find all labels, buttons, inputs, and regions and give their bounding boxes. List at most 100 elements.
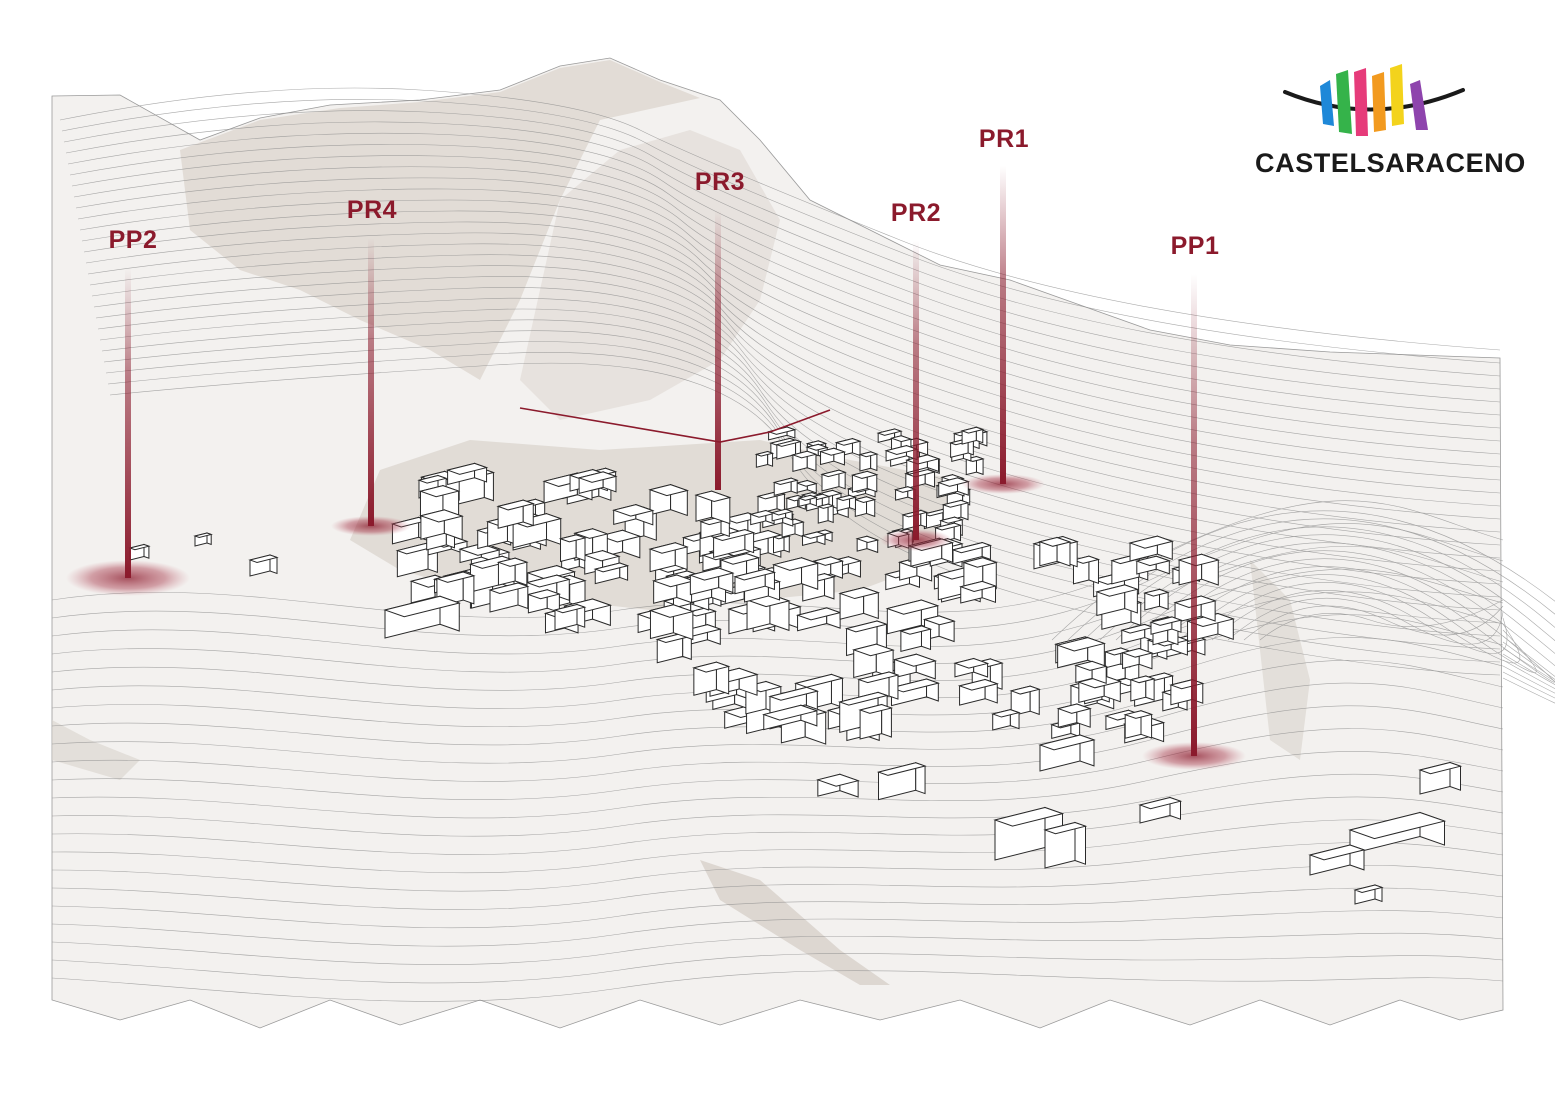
contour-line: [51, 819, 1504, 874]
building-roof: [458, 543, 501, 556]
building-roof: [933, 522, 963, 531]
building: [851, 643, 895, 679]
contour-line: [81, 210, 1501, 494]
marker-label-pr2: PR2: [890, 199, 942, 227]
building: [1120, 623, 1155, 644]
building: [1120, 647, 1154, 670]
building: [951, 541, 993, 565]
contour-line: [1067, 518, 1555, 699]
building-roof: [694, 490, 732, 502]
contour-line: [51, 970, 1504, 1002]
contour-line: [51, 773, 1504, 837]
building-roof: [1418, 761, 1463, 775]
contour-line: [51, 568, 1504, 673]
building-roof: [811, 556, 845, 566]
building: [876, 428, 903, 444]
contour-line: [51, 545, 1504, 655]
marker-pp1: [1142, 274, 1246, 770]
building: [692, 661, 731, 696]
contour-line: [71, 155, 1501, 429]
building: [1128, 535, 1175, 562]
building: [893, 486, 917, 501]
marker-pole: [1000, 166, 1006, 484]
building-roof: [648, 484, 690, 497]
marker-pole: [715, 210, 721, 490]
building: [496, 557, 529, 586]
marker-label-pp2: PP2: [108, 226, 158, 254]
logo-stroke-purple: [1410, 80, 1428, 130]
building: [128, 543, 151, 561]
contour-line: [59, 87, 1501, 351]
building: [733, 568, 777, 595]
building-roof: [526, 565, 577, 580]
building-roof: [816, 773, 860, 787]
building-roof: [1348, 811, 1447, 840]
marker-label-pr1: PR1: [978, 125, 1030, 153]
building-roof: [1038, 734, 1096, 751]
building: [1056, 703, 1092, 728]
contour-line: [69, 144, 1501, 416]
building-roof: [511, 513, 563, 528]
building-roof: [768, 686, 820, 701]
building: [1038, 536, 1072, 567]
building: [889, 678, 941, 707]
contour-line: [51, 659, 1504, 746]
building-roof: [435, 571, 476, 583]
building-roof: [858, 704, 894, 714]
building-roof: [583, 550, 621, 562]
contour-line: [51, 751, 1504, 819]
building: [1077, 675, 1123, 704]
marker-pr3: [715, 210, 721, 490]
marker-pole: [368, 238, 374, 526]
building-roof: [1009, 685, 1041, 695]
marker-label-pr4: PR4: [346, 196, 398, 224]
building: [488, 582, 530, 613]
building: [648, 542, 689, 573]
marker-pr4: [331, 238, 411, 536]
contour-line: [93, 276, 1501, 572]
building: [1055, 636, 1107, 669]
building: [445, 462, 489, 486]
contour-line: [77, 188, 1501, 468]
marker-label-pp1: PP1: [1170, 232, 1220, 260]
contour-line: [51, 932, 1504, 965]
contour-line: [75, 177, 1501, 455]
building-roof: [800, 531, 827, 539]
building: [1129, 675, 1156, 702]
building: [193, 532, 213, 547]
building: [899, 625, 933, 653]
contour-line: [1051, 510, 1555, 704]
building: [960, 426, 985, 445]
building-roof: [858, 451, 879, 458]
building: [770, 508, 794, 522]
contour-line: [101, 319, 1501, 624]
building: [811, 556, 845, 579]
building-roof: [1043, 821, 1088, 835]
building-roof: [853, 496, 877, 503]
building: [754, 450, 775, 468]
building-roof: [417, 474, 448, 484]
building-roof: [795, 480, 818, 487]
building: [1353, 884, 1384, 905]
contour-line: [1227, 597, 1504, 645]
logo-arc: [1283, 88, 1465, 112]
contour-line: [87, 243, 1501, 533]
building: [1009, 685, 1041, 717]
building: [876, 762, 927, 801]
building-roof: [383, 595, 461, 618]
building: [816, 503, 835, 524]
building-roof: [993, 806, 1065, 827]
building: [395, 542, 440, 578]
building: [1169, 679, 1205, 706]
building: [383, 595, 461, 639]
building: [648, 483, 690, 517]
contour-line: [73, 166, 1501, 442]
logo-stroke-pink: [1354, 68, 1368, 136]
building-roof: [820, 469, 847, 478]
slope-shadow: [52, 720, 140, 780]
logo-stroke-green: [1336, 70, 1352, 134]
building: [1143, 588, 1170, 611]
building-roof: [850, 470, 879, 479]
building-roof: [844, 620, 889, 633]
building-roof: [648, 542, 689, 554]
